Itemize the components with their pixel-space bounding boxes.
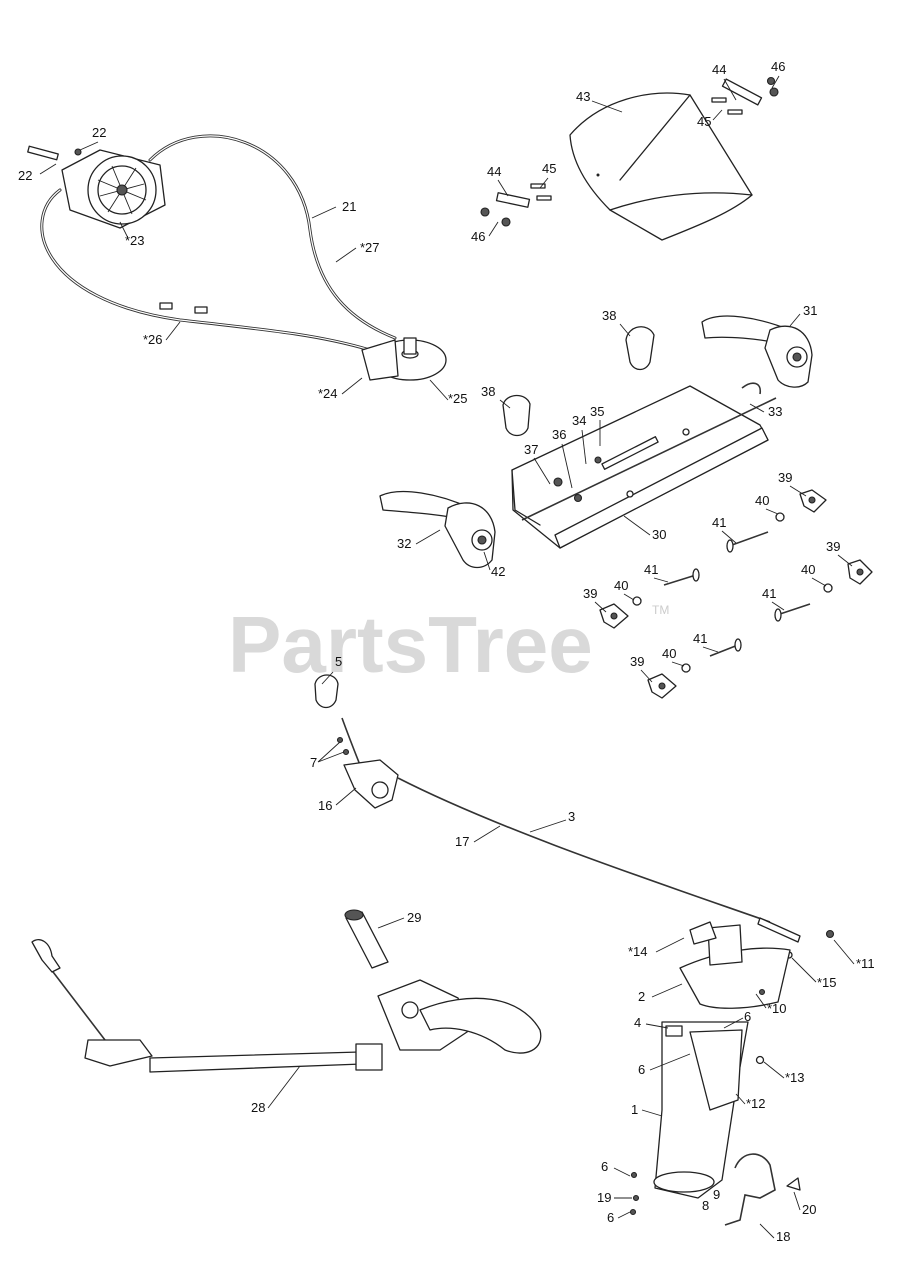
part-30-bracket — [511, 382, 777, 549]
part-label-l11: *11 — [856, 956, 875, 971]
part-label-l46b: 46 — [471, 229, 485, 244]
part-label-l7: 7 — [310, 755, 317, 770]
part-label-l3: 3 — [568, 809, 575, 824]
part-label-l41a: 41 — [712, 515, 726, 530]
part-28-crank-assembly — [31, 939, 542, 1073]
part-39-knob-d — [647, 673, 677, 699]
part-label-l17: 17 — [455, 834, 469, 849]
part-label-l2: 2 — [638, 989, 645, 1004]
part-label-l39c: 39 — [583, 586, 597, 601]
part-43-deflector-cover — [569, 92, 753, 241]
part-31-crank-handle — [701, 315, 813, 388]
part-label-l12: *12 — [746, 1096, 766, 1111]
part-label-l33: 33 — [768, 404, 782, 419]
part-label-l6a: 6 — [744, 1009, 751, 1024]
part-label-l22a: 22 — [92, 125, 106, 140]
part-label-l22b: 22 — [18, 168, 32, 183]
part-29-bushing — [344, 909, 389, 969]
part-25-lower-gear — [361, 337, 447, 381]
part-label-l41c: 41 — [762, 586, 776, 601]
part-label-l40d: 40 — [662, 646, 676, 661]
part-2-upper-chute — [679, 921, 791, 1009]
part-label-l35: 35 — [590, 404, 604, 419]
part-label-l6d: 6 — [607, 1210, 614, 1225]
part-label-l30: 30 — [652, 527, 666, 542]
part-18-bracket — [724, 1153, 801, 1226]
part-39-knob-c — [599, 603, 629, 629]
part-label-l6c: 6 — [601, 1159, 608, 1174]
part-label-l10: *10 — [767, 1001, 787, 1016]
part-44-plate-a — [711, 76, 779, 115]
part-label-l39b: 39 — [826, 539, 840, 554]
part-label-l46a: 46 — [771, 59, 785, 74]
part-label-l29: 29 — [407, 910, 421, 925]
part-label-l40c: 40 — [614, 578, 628, 593]
part-label-l36: 36 — [552, 427, 566, 442]
part-label-l9: 9 — [713, 1187, 720, 1202]
part-label-l23: *23 — [125, 233, 145, 248]
part-label-l43: 43 — [576, 89, 590, 104]
part-label-l31: 31 — [803, 303, 817, 318]
part-label-l1: 1 — [631, 1102, 638, 1117]
part-label-l27: *27 — [360, 240, 380, 255]
part-label-l15: *15 — [817, 975, 837, 990]
part-label-l18: 18 — [776, 1229, 790, 1244]
part-38-knob-a — [625, 326, 655, 371]
part-38-knob-b — [502, 394, 531, 437]
bolts-41 — [663, 531, 811, 657]
part-label-l38a: 38 — [602, 308, 616, 323]
watermark-brand: PartsTree — [228, 600, 593, 689]
part-39-knob-b — [847, 559, 873, 585]
small-screws-6 — [629, 1171, 640, 1216]
part-label-l19: 19 — [597, 1190, 611, 1205]
part-label-l42: 42 — [491, 564, 505, 579]
part-label-l24: *24 — [318, 386, 338, 401]
part-label-l40a: 40 — [755, 493, 769, 508]
part-label-l6b: 6 — [638, 1062, 645, 1077]
part-label-l41b: 41 — [644, 562, 658, 577]
part-label-l16: 16 — [318, 798, 332, 813]
part-label-l45a: 45 — [697, 114, 711, 129]
part-label-l37: 37 — [524, 442, 538, 457]
part-16-lever — [336, 717, 399, 809]
part-label-l32: 32 — [397, 536, 411, 551]
part-23-gear-housing — [27, 145, 166, 229]
leader-lines — [39, 75, 855, 1239]
part-39-knob-a — [799, 489, 827, 513]
cable-assembly — [40, 134, 397, 352]
part-label-l26: *26 — [143, 332, 163, 347]
part-label-l45b: 45 — [542, 161, 556, 176]
part-label-l13: *13 — [785, 1070, 805, 1085]
part-label-l21: 21 — [342, 199, 356, 214]
part-label-l5: 5 — [335, 654, 342, 669]
part-1-chute — [653, 1021, 765, 1199]
part-3-control-rod — [397, 777, 835, 959]
part-label-l4: 4 — [634, 1015, 641, 1030]
part-label-l34: 34 — [572, 413, 586, 428]
part-label-l40b: 40 — [801, 562, 815, 577]
part-label-l39a: 39 — [778, 470, 792, 485]
part-5-knob — [314, 674, 339, 709]
part-label-l38b: 38 — [481, 384, 495, 399]
washers-40 — [632, 512, 833, 673]
part-32-crank-handle — [379, 490, 496, 569]
part-label-l44a: 44 — [712, 62, 726, 77]
part-label-l20: 20 — [802, 1202, 816, 1217]
part-label-l44b: 44 — [487, 164, 501, 179]
part-label-l25: *25 — [448, 391, 468, 406]
part-label-l28: 28 — [251, 1100, 265, 1115]
watermark-tm: TM — [652, 603, 669, 617]
part-label-l8: 8 — [702, 1198, 709, 1213]
part-label-l41d: 41 — [693, 631, 707, 646]
part-44-plate-b — [480, 183, 552, 227]
part-label-l39d: 39 — [630, 654, 644, 669]
part-label-l14: *14 — [628, 944, 648, 959]
